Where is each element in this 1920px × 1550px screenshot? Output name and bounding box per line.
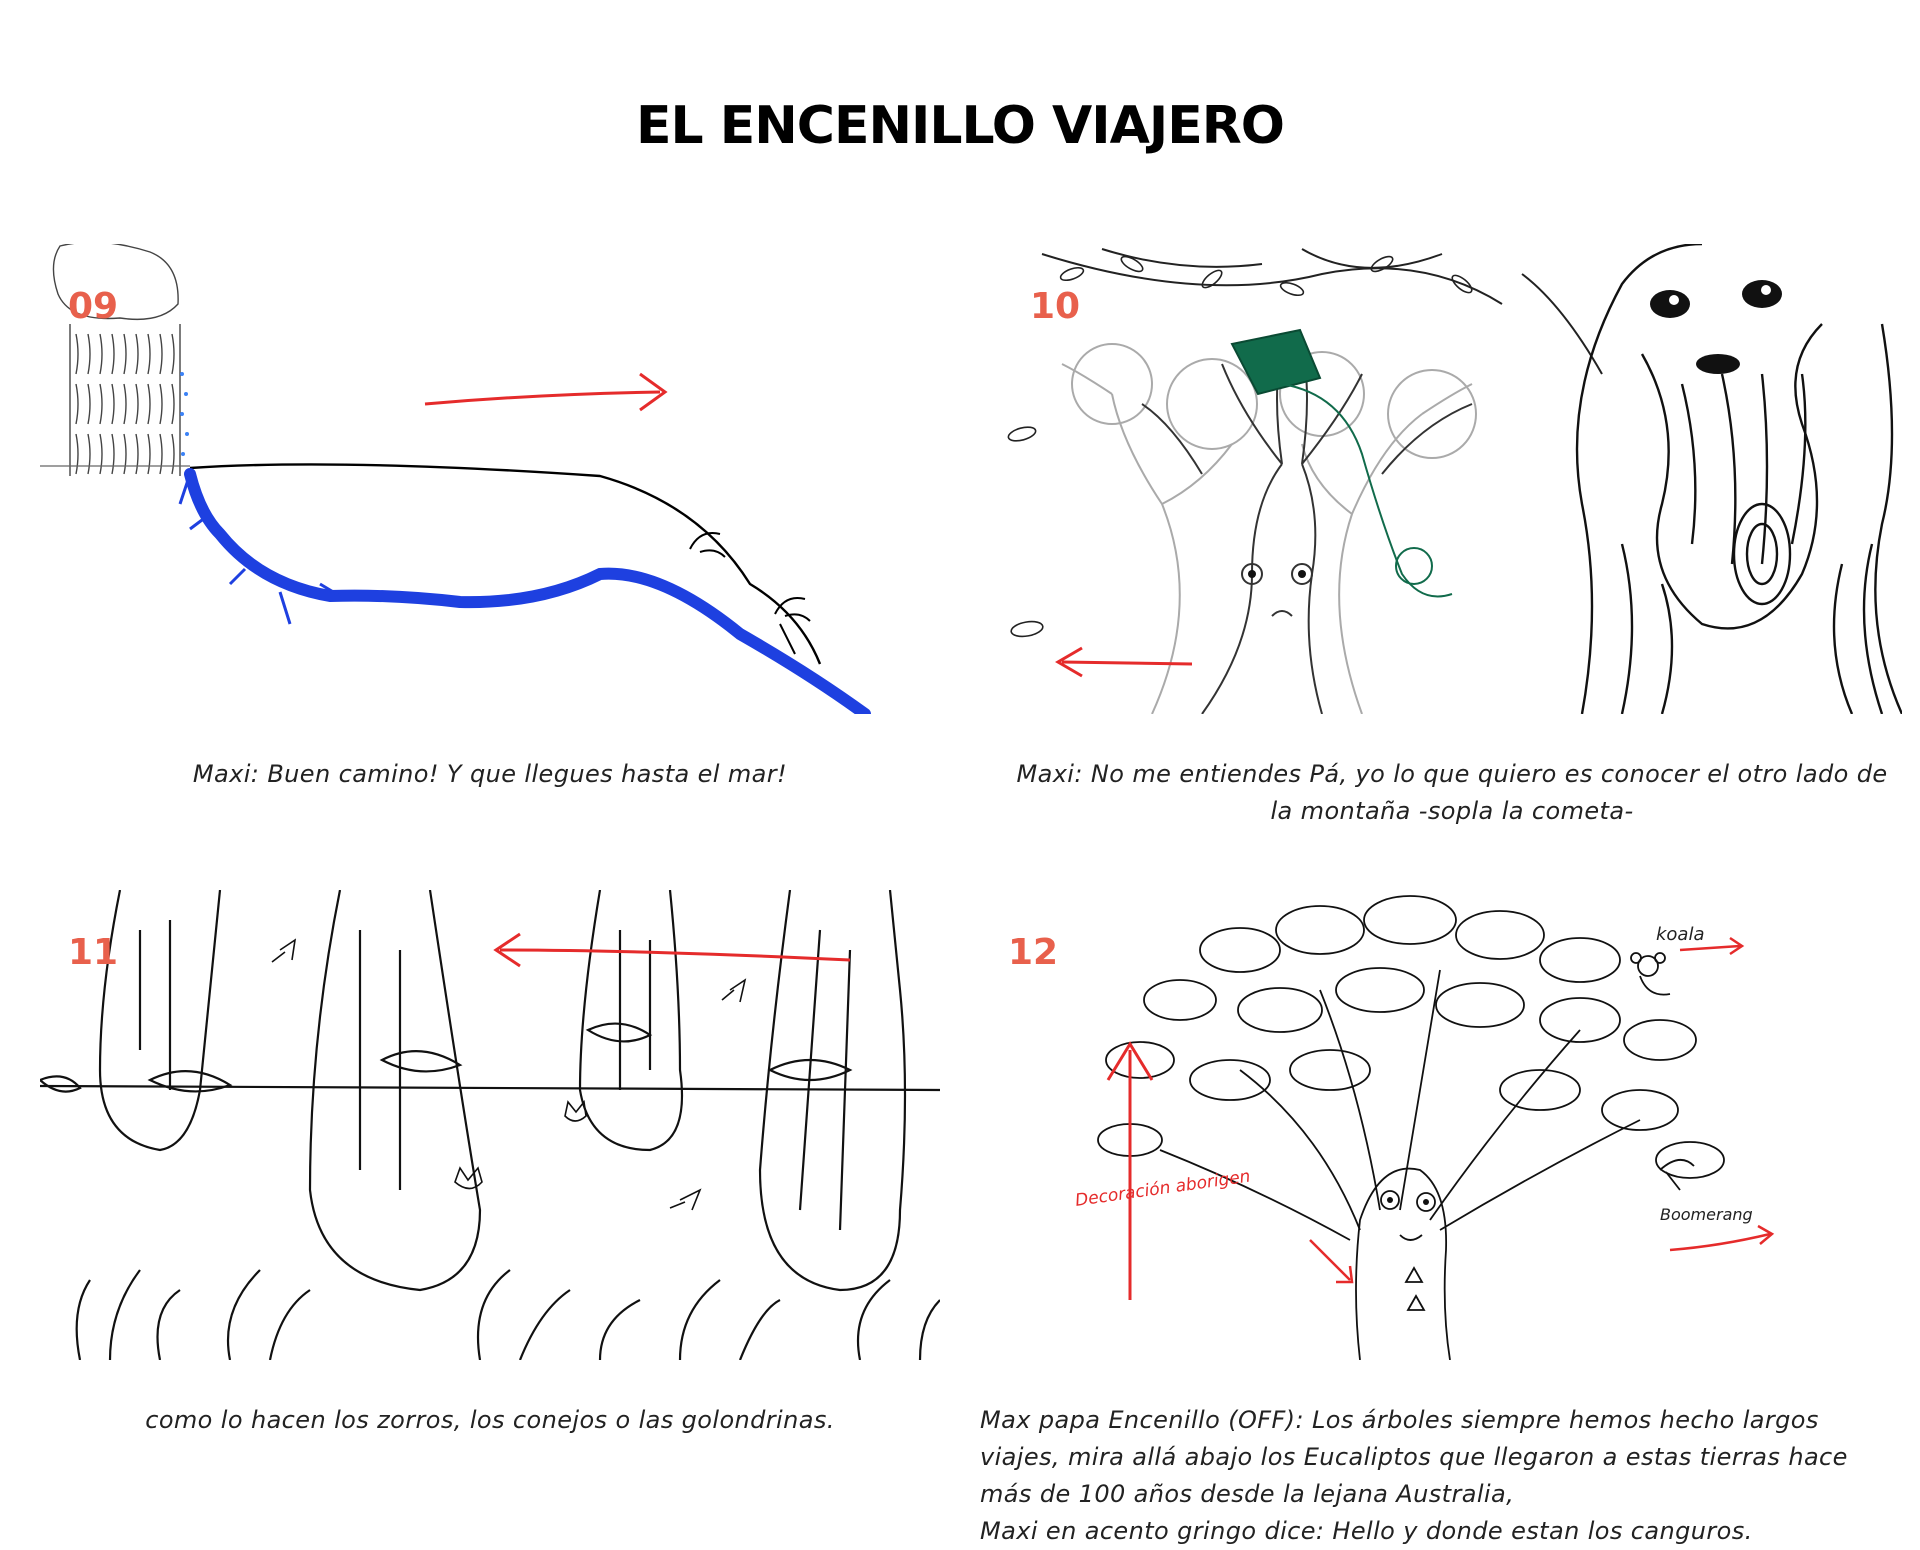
panel-number-09: 09 [68, 286, 119, 327]
panel-12-caption-line: más de 100 años desde la lejana Australi… [980, 1480, 1515, 1508]
decoracion-aborigen-label: Decoración aborigen [1074, 1167, 1252, 1211]
storyboard-panel-12: koala Decoración aborigen Boomerang 12 [980, 890, 1880, 1360]
storyboard-panel-11: 11 [40, 890, 940, 1360]
page-title: EL ENCENILLO VIAJERO [635, 96, 1285, 156]
panel-11-caption: como lo hacen los zorros, los conejos o … [145, 1406, 835, 1434]
panel-number-11: 11 [68, 932, 119, 973]
panel-number-10: 10 [1030, 286, 1081, 327]
storyboard-panel-10: 10 [1002, 244, 1902, 714]
panel-09-caption: Maxi: Buen camino! Y que llegues hasta e… [192, 760, 788, 788]
storyboard-panel-09: 09 [40, 244, 940, 714]
panel-number-12: 12 [1008, 932, 1059, 973]
panel-12-drawing: koala Decoración aborigen Boomerang [1074, 895, 1775, 1360]
panel-09-drawing [40, 244, 871, 714]
panel-10-drawing [1007, 244, 1902, 714]
koala-label: koala [1656, 924, 1705, 945]
panel-12-caption: Max papa Encenillo (OFF): Los árboles si… [980, 1402, 1880, 1550]
panel-12-caption-line: Max papa Encenillo (OFF): Los árboles si… [980, 1406, 1819, 1434]
panel-11-drawing [40, 890, 940, 1360]
boomerang-label: Boomerang [1660, 1205, 1753, 1224]
panel-10-caption: Maxi: No me entiendes Pá, yo lo que quie… [1016, 760, 1888, 825]
panel-12-caption-line: viajes, mira allá abajo los Eucaliptos q… [980, 1443, 1848, 1471]
panel-12-caption-line: Maxi en acento gringo dice: Hello y dond… [980, 1517, 1753, 1545]
